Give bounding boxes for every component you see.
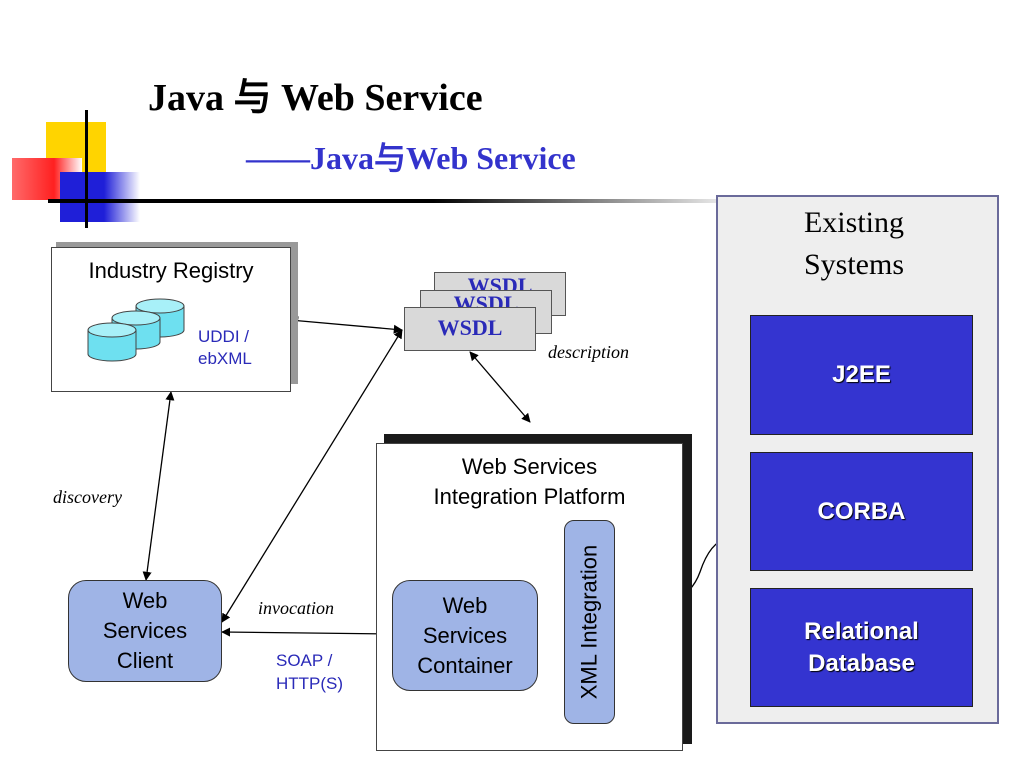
header-rule <box>48 199 748 203</box>
decor-blue-square <box>60 172 140 222</box>
web-services-container: Web Services Container <box>392 580 538 691</box>
http-label: HTTP(S) <box>276 674 344 693</box>
decor-logo <box>0 0 150 230</box>
discovery-label: discovery <box>53 487 122 507</box>
j2ee-label: J2EE <box>832 361 891 388</box>
existing-systems-title-line1: Existing <box>803 206 904 239</box>
corba-box: CORBA <box>750 452 973 571</box>
database-icon <box>87 298 185 362</box>
soap-label: SOAP / <box>276 651 333 670</box>
client-line2: Services <box>102 618 188 643</box>
invocation-label: invocation <box>258 598 334 618</box>
wsdl-card-front-label: WSDL <box>437 315 503 340</box>
arrow-registry-client <box>142 391 175 581</box>
relational-label: Relational <box>804 617 919 645</box>
xml-integration-box: XML Integration <box>564 520 615 724</box>
corba-label: CORBA <box>817 497 906 525</box>
uddi-label: UDDI / <box>198 327 249 346</box>
decor-vertical-line <box>85 110 88 228</box>
database-label: Database <box>808 649 915 677</box>
arrow-registry-wsdl <box>289 316 403 334</box>
industry-registry-box: Industry Registry UDDI / ebXML <box>51 247 291 392</box>
existing-systems-title-line2: Systems <box>803 248 905 281</box>
platform-title-line2: Integration Platform <box>433 484 626 509</box>
client-line3: Client <box>116 648 174 673</box>
description-label: description <box>548 342 629 362</box>
web-services-client: Web Services Client <box>68 580 222 682</box>
arrow-client-wsdl <box>221 329 403 623</box>
relational-database-box: Relational Database <box>750 588 973 707</box>
arrow-client-container <box>221 627 393 639</box>
platform-title-line1: Web Services <box>461 454 598 479</box>
ebxml-label: ebXML <box>198 349 252 368</box>
client-line1: Web <box>122 588 168 613</box>
page-subtitle: ——Java与Web Service <box>246 140 576 176</box>
container-line2: Services <box>422 622 508 648</box>
industry-registry-title: Industry Registry <box>88 258 254 283</box>
container-line3: Container <box>417 652 513 678</box>
arrow-wsdl-platform <box>469 351 531 423</box>
xml-integration-label: XML Integration <box>576 544 602 700</box>
page-title: Java 与 Web Service <box>148 77 483 119</box>
wsdl-card-front: WSDL <box>404 307 536 351</box>
container-line1: Web <box>442 592 488 618</box>
j2ee-box: J2EE <box>750 315 973 435</box>
